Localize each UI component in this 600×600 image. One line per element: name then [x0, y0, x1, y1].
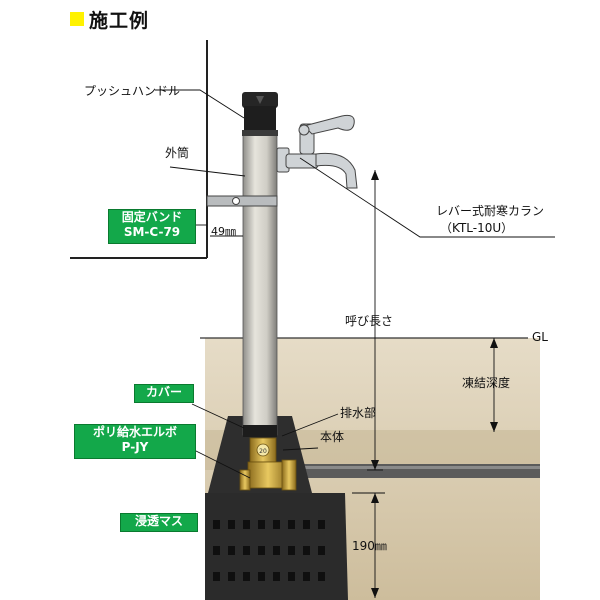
label-body: 本体	[320, 430, 345, 444]
fixing-band	[206, 195, 278, 207]
label-nominal-length: 呼び長さ	[345, 314, 394, 328]
label-dim-190: 190㎜	[352, 539, 387, 553]
callout-masu: 浸透マス	[120, 513, 198, 532]
label-gl: GL	[532, 330, 548, 344]
callout-fixing-band-line2: SM-C-79	[123, 225, 181, 239]
push-handle-icon	[242, 92, 278, 136]
callout-fixing-band: 固定バンド SM-C-79	[108, 209, 196, 244]
faucet-icon	[276, 114, 358, 189]
label-dim-49: 49㎜	[211, 225, 236, 238]
callout-poly-elbow-line1: ポリ給水エルボ	[92, 425, 177, 439]
callout-fixing-band-line1: 固定バンド	[121, 210, 183, 224]
outer-tube	[242, 134, 278, 436]
callout-poly-elbow-line2: P-JY	[121, 440, 149, 454]
label-outer-tube: 外筒	[165, 146, 190, 160]
callout-masu-text: 浸透マス	[134, 514, 183, 528]
label-frost-depth: 凍結深度	[462, 376, 511, 390]
label-lever-faucet: レバー式耐寒カラン	[436, 204, 545, 218]
page-title: 施工例	[89, 9, 150, 32]
leader-lines	[155, 89, 555, 479]
svg-text:20: 20	[259, 448, 267, 455]
callout-poly-elbow: ポリ給水エルボ P-JY	[74, 424, 196, 459]
title-row: 施工例	[70, 6, 149, 32]
title-square-icon	[70, 12, 84, 26]
label-lever-faucet-model: （KTL-10U）	[440, 221, 514, 235]
dimension-lines	[210, 170, 495, 598]
label-drain: 排水部	[340, 406, 377, 420]
label-push-handle: プッシュハンドル	[84, 84, 181, 98]
callout-cover: カバー	[134, 384, 194, 403]
callout-cover-text: カバー	[145, 385, 182, 399]
